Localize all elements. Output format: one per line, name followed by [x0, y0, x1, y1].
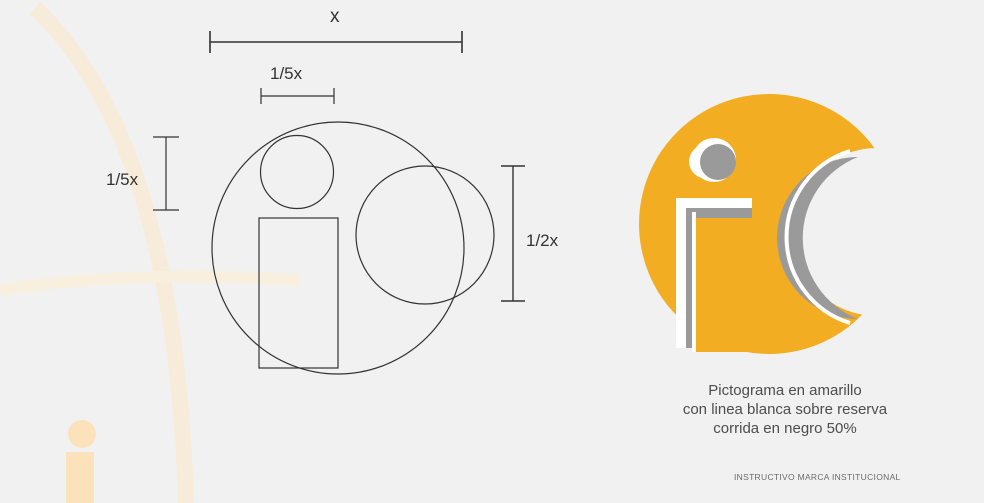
- logo-stem-core: [696, 218, 752, 352]
- caption-line-2: con linea blanca sobre reserva: [682, 401, 888, 418]
- watermark-arc-2: [0, 270, 301, 296]
- outer-circle: [211, 121, 465, 375]
- logo-caption: Pictograma en amarillo con linea blanca …: [590, 381, 980, 438]
- dimension-fifth-top-label: 1/5x: [270, 64, 303, 83]
- dimension-half-label: 1/2x: [526, 231, 559, 250]
- c-inner-circle: [355, 165, 495, 305]
- dot-circle: [259, 134, 335, 210]
- watermark-arc: [29, 2, 194, 503]
- dimension-fifth-left-label: 1/5x: [106, 170, 139, 189]
- footer-text: INSTRUCTIVO MARCA INSTITUCIONAL: [734, 472, 901, 482]
- logo-dot-highlight: [689, 145, 702, 178]
- logo-bite: [793, 148, 961, 316]
- logo-c-white-line: [784, 149, 851, 325]
- ic-logo-watermark-icon: [66, 404, 118, 503]
- caption-line-1: Pictograma en amarillo: [708, 382, 862, 399]
- logo-dot-gray: [700, 144, 736, 180]
- caption-line-3: corrida en negro 50%: [713, 420, 857, 437]
- logo-stem-white-line: [692, 212, 696, 352]
- stem-rectangle: [258, 217, 339, 369]
- dimension-x-label: x: [330, 6, 340, 27]
- logo-group: [639, 94, 961, 354]
